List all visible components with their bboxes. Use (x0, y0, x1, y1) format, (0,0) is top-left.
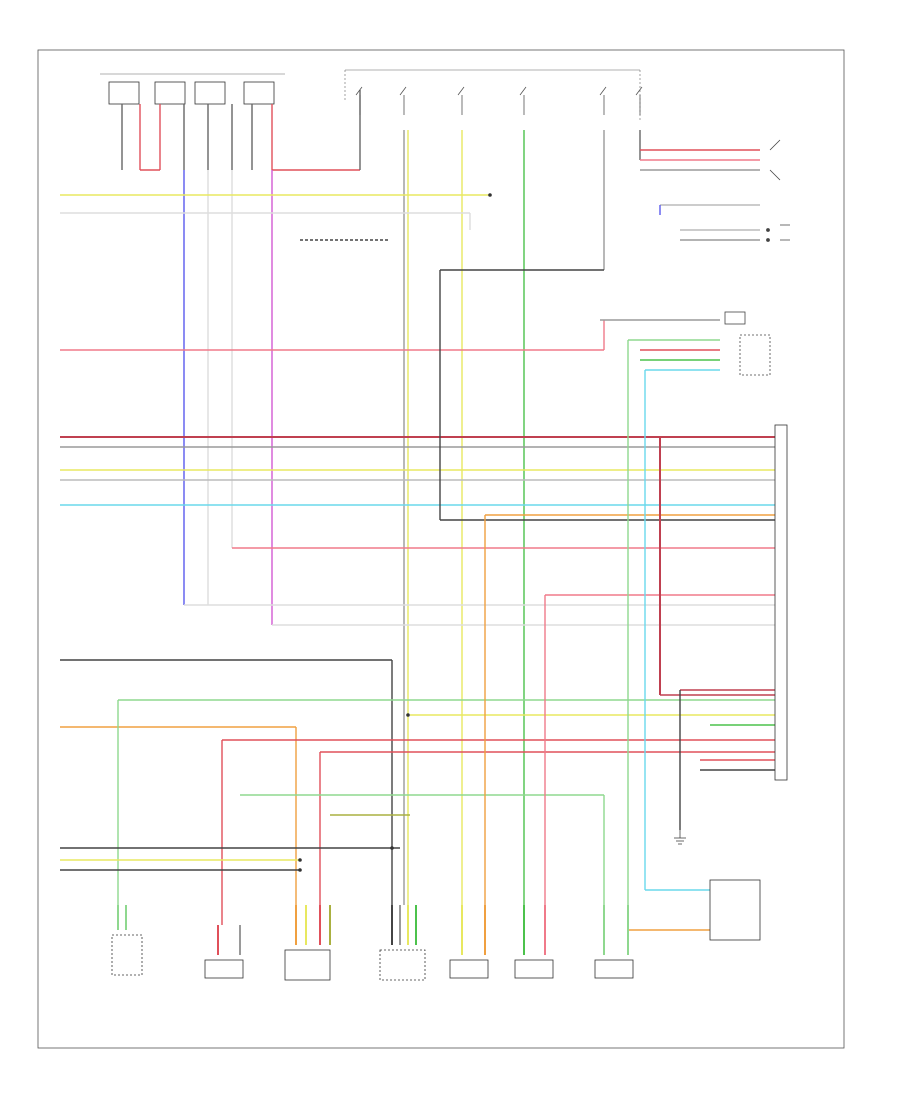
sensor-box-5 (449, 959, 489, 979)
instrument-cluster (724, 311, 771, 376)
switch-box-4 (379, 949, 426, 981)
bottom-components (111, 879, 761, 981)
right-feeders (300, 149, 775, 931)
switch-box-3 (284, 949, 331, 981)
fuse-junction-box (100, 73, 285, 105)
speed-sensor-box (709, 879, 761, 941)
fuse-leads (121, 90, 361, 171)
sensor-box-2 (204, 959, 244, 979)
right-top-switch (766, 139, 790, 242)
vertical-runs (183, 130, 641, 905)
sensor-box-1 (111, 934, 143, 976)
pcm-connector (774, 424, 788, 781)
sensor-box-7 (594, 959, 634, 979)
diagram-border (37, 49, 845, 1049)
splice-dots (298, 193, 492, 872)
sensor-box-6 (514, 959, 554, 979)
ground-icon (674, 830, 686, 845)
fuse-switch-row (355, 86, 643, 115)
bottom-pins (117, 905, 629, 955)
fuse-panel-top-right (344, 69, 641, 120)
horizontal-runs (60, 194, 775, 925)
